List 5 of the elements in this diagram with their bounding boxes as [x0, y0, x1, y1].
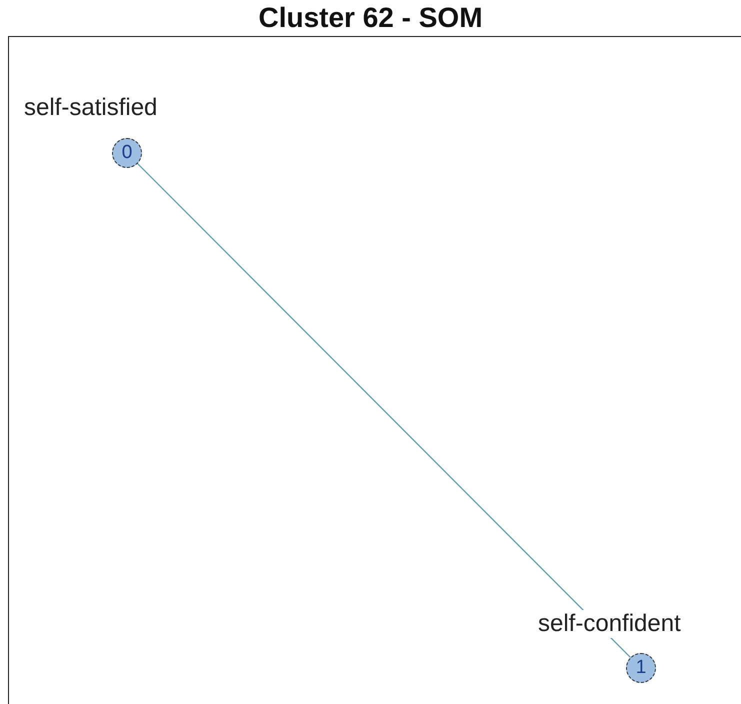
network-node-circle: 1: [626, 653, 656, 683]
network-node-circle: 0: [112, 138, 142, 168]
node-label: self-confident: [536, 610, 683, 638]
edge-line: [137, 163, 631, 658]
chart-title: Cluster 62 - SOM: [257, 2, 484, 34]
